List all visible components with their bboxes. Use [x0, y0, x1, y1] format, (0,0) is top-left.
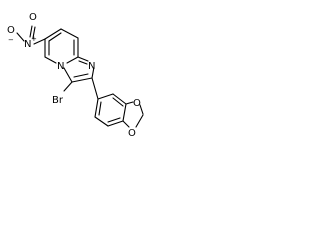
- bond-c8a-n1-inner: [78, 60, 88, 65]
- bond-ar2-ar3-inner: [112, 97, 124, 107]
- bond-n-to-ring: [33, 38, 46, 45]
- bond-o1-ch2: [139, 104, 144, 115]
- atom-dioxole-o2: O: [128, 128, 136, 139]
- bond-ar3-o1: [125, 101, 134, 105]
- atom-nitro-n: N: [24, 39, 31, 50]
- atom-ring-n-imine: N: [88, 61, 95, 72]
- bond-c2-aryl: [91, 77, 99, 100]
- bond-n-o-double-b: [32, 26, 36, 39]
- bond-o2-ch2: [135, 114, 144, 128]
- bond-n4-c5: [44, 56, 57, 64]
- bond-ar4-o2: [122, 120, 130, 128]
- atom-dioxole-o1: O: [133, 98, 141, 109]
- atom-ring-n-bridgehead: N: [57, 61, 64, 72]
- bond-c7-c8: [60, 28, 79, 39]
- bond-c3-n4: [63, 67, 73, 83]
- bond-n1-c2: [91, 66, 95, 79]
- bond-no-minus: [16, 32, 25, 42]
- bond-ar6-ar1: [94, 98, 99, 118]
- bond-c6-c7: [44, 28, 62, 40]
- bond-c6-c7-inner: [48, 32, 62, 42]
- bond-ar6-ar1-inner: [98, 101, 102, 116]
- atom-nitro-o: O: [29, 12, 37, 23]
- bond-c3-br: [63, 81, 73, 92]
- bond-c2-c3-inner: [73, 73, 89, 78]
- bond-ar4-ar5-inner: [107, 117, 121, 123]
- bond-n-o-double-a: [29, 25, 33, 38]
- molecule-structure: O − N + O N N Br O O: [7, 12, 144, 139]
- atom-o-minus: O: [7, 25, 15, 36]
- bond-ar5-ar6: [94, 116, 109, 127]
- atom-bromine: Br: [52, 95, 64, 106]
- bond-c2-c3: [71, 77, 93, 83]
- charge-minus: −: [8, 36, 14, 44]
- bond-ar3-ar4: [122, 103, 127, 122]
- bond-c8a-n1: [77, 56, 89, 62]
- bond-c8a-n4: [66, 56, 79, 64]
- bond-ar4-ar5: [107, 120, 124, 127]
- charge-plus: +: [31, 35, 37, 43]
- bond-ar2-ar3: [112, 93, 127, 105]
- bond-ar1-ar2: [97, 93, 114, 100]
